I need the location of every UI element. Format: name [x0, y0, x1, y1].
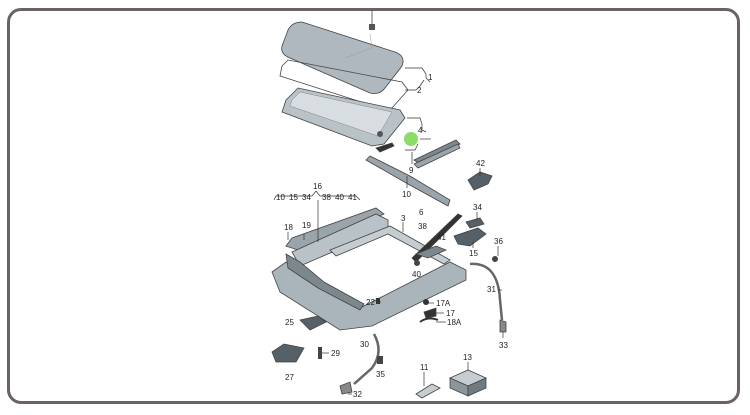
- label-29: 29: [331, 349, 340, 358]
- part-motor-25[interactable]: [299, 315, 327, 331]
- highlight-marker[interactable]: [404, 132, 418, 146]
- part-glass-tray[interactable]: [281, 87, 406, 147]
- part-box-13[interactable]: [449, 369, 487, 397]
- label-17A: 17A: [436, 299, 451, 308]
- part-grease-tube-11[interactable]: [415, 383, 441, 399]
- label-38: 38: [418, 222, 427, 231]
- label-1: 1: [428, 73, 433, 82]
- label-4: 4: [418, 126, 423, 135]
- label-13: 13: [463, 353, 472, 362]
- label-18: 18: [284, 223, 293, 232]
- part-cable-38[interactable]: [411, 213, 463, 263]
- label-35: 35: [376, 370, 385, 379]
- label-31: 31: [487, 285, 496, 294]
- label-42: 42: [476, 159, 485, 168]
- part-bracket-42[interactable]: [467, 171, 493, 191]
- part-cap-36[interactable]: [492, 256, 498, 262]
- label-11: 11: [420, 363, 429, 372]
- part-drain-hose-30[interactable]: [353, 333, 380, 385]
- label-6: 6: [419, 208, 424, 217]
- label-18A: 18A: [447, 318, 462, 327]
- part-bolt[interactable]: [369, 10, 375, 30]
- part-plate-27[interactable]: [271, 343, 305, 363]
- part-wind-deflector-strip[interactable]: [413, 139, 461, 169]
- label-17: 17: [446, 309, 455, 318]
- label-group16-10: 10: [276, 193, 285, 202]
- part-cap-40[interactable]: [414, 260, 420, 266]
- part-clip-34[interactable]: [465, 217, 485, 229]
- label-10: 10: [402, 190, 411, 199]
- label-9: 9: [409, 166, 414, 175]
- part-mechanism-15[interactable]: [453, 227, 487, 247]
- part-slider[interactable]: [375, 142, 395, 153]
- label-group16-34: 34: [302, 193, 311, 202]
- part-clamp-33[interactable]: [499, 319, 507, 333]
- part-nut-17A[interactable]: [423, 299, 429, 305]
- label-22: 22: [366, 298, 375, 307]
- label-3: 3: [401, 214, 406, 223]
- label-19: 19: [302, 221, 311, 230]
- label-15: 15: [469, 249, 478, 258]
- label-group16-15: 15: [289, 193, 298, 202]
- label-group16-41: 41: [348, 193, 357, 202]
- part-18A[interactable]: [419, 317, 439, 323]
- part-clamp-32[interactable]: [339, 381, 353, 395]
- label-34: 34: [473, 203, 482, 212]
- part-glass-panel[interactable]: [281, 21, 404, 94]
- label-group16-40: 40: [335, 193, 344, 202]
- label-27: 27: [285, 373, 294, 382]
- label-16: 16: [313, 182, 322, 191]
- part-drain-hose-31[interactable]: [469, 262, 504, 321]
- part-22[interactable]: [376, 298, 380, 304]
- label-36: 36: [494, 237, 503, 246]
- part-17[interactable]: [423, 307, 437, 319]
- label-41: 41: [437, 233, 446, 242]
- part-bolt-29[interactable]: [318, 347, 322, 359]
- part-seal[interactable]: [279, 59, 409, 109]
- label-40: 40: [412, 270, 421, 279]
- label-25: 25: [285, 318, 294, 327]
- part-grommet-35[interactable]: [377, 356, 383, 364]
- label-2: 2: [417, 86, 422, 95]
- label-30: 30: [360, 340, 369, 349]
- part-guide-41[interactable]: [414, 245, 448, 259]
- label-group16-38: 38: [322, 193, 331, 202]
- part-front-rail[interactable]: [365, 155, 451, 207]
- part-sunroof-frame[interactable]: [271, 207, 467, 331]
- part-clip[interactable]: [377, 131, 383, 137]
- label-33: 33: [499, 341, 508, 350]
- label-32: 32: [353, 390, 362, 399]
